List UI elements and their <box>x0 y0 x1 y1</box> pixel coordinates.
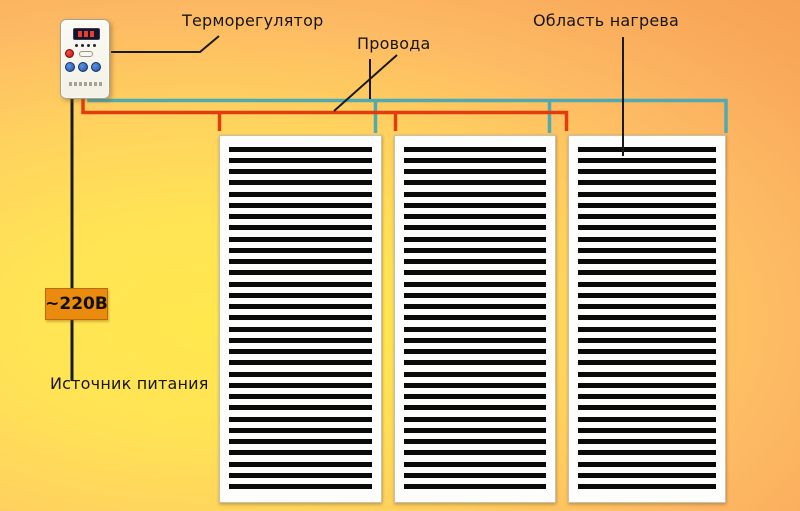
thermostat-display <box>73 28 100 40</box>
pointer-thermostat <box>111 35 220 53</box>
thermostat-device <box>60 19 110 99</box>
thermostat-mode-switch <box>79 51 93 57</box>
label-heating-area: Область нагрева <box>533 11 680 30</box>
thermostat-control-button <box>91 62 101 72</box>
label-thermostat: Терморегулятор <box>182 11 324 30</box>
heating-stripes <box>578 147 716 495</box>
live-wire <box>81 95 569 131</box>
thermostat-power-button <box>65 49 74 58</box>
pointer-wires-live <box>333 54 398 112</box>
thermostat-control-button <box>78 62 88 72</box>
label-power-source: Источник питания <box>50 374 209 393</box>
heating-panel <box>568 135 726 503</box>
thermostat-brand-text <box>69 82 102 86</box>
heating-stripes <box>229 147 372 495</box>
heating-stripes <box>404 147 546 495</box>
heating-panel <box>394 135 556 503</box>
thermostat-indicator-dots <box>75 44 96 47</box>
voltage-badge: ~220В <box>45 288 108 320</box>
thermostat-control-button <box>65 62 75 72</box>
label-wires: Провода <box>357 34 431 53</box>
thermostat-display-digits <box>78 31 95 37</box>
heating-panel <box>219 135 382 503</box>
